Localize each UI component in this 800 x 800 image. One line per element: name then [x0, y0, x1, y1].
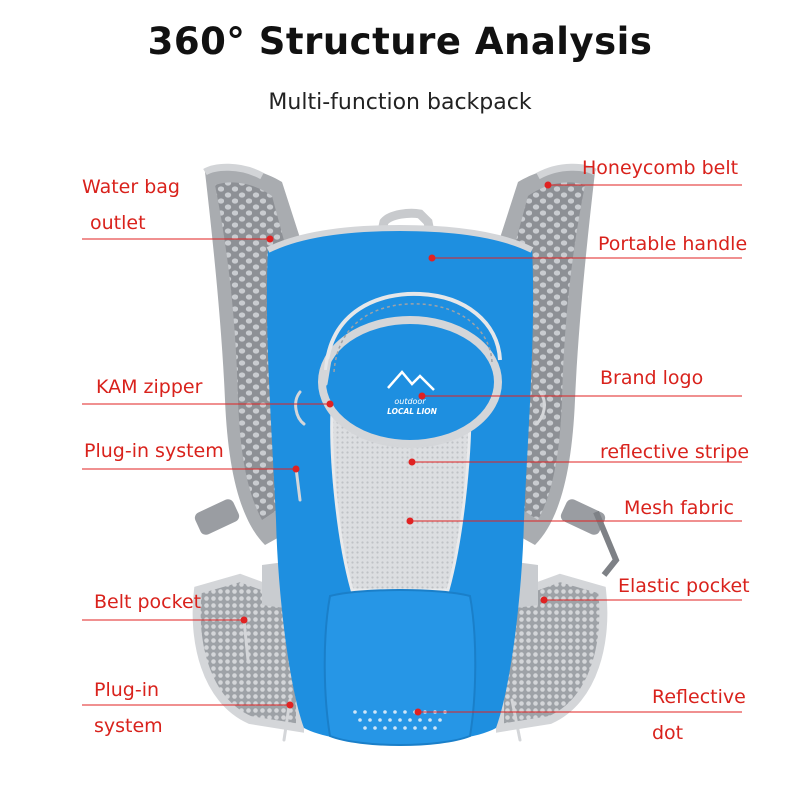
label-reflective-dot-line2: dot	[652, 722, 684, 744]
label-reflective-stripe: reflective stripe	[600, 441, 750, 463]
logo-line-1: outdoor	[394, 397, 426, 406]
label-plug-in-system-2-line1: Plug-in	[94, 679, 160, 701]
callout-leaders	[82, 181, 742, 716]
page-title: 360° Structure Analysis	[147, 20, 653, 63]
label-belt-pocket: Belt pocket	[94, 591, 202, 613]
label-reflective-dot-line1: Reflective	[652, 686, 746, 708]
label-brand-logo: Brand logo	[600, 367, 704, 389]
label-portable-handle: Portable handle	[598, 233, 748, 255]
label-elastic-pocket: Elastic pocket	[618, 575, 750, 597]
logo-line-2: LOCAL LION	[387, 407, 438, 416]
label-water-bag-outlet-line2: outlet	[90, 212, 146, 234]
label-honeycomb-belt: Honeycomb belt	[582, 157, 739, 179]
lower-pocket	[323, 589, 477, 746]
label-water-bag-outlet-line1: Water bag	[82, 176, 180, 198]
zipper-pulls	[242, 358, 546, 742]
label-plug-in-system-2-line2: system	[94, 715, 163, 737]
portable-handle	[375, 208, 437, 247]
brand-logo: outdoor LOCAL LION	[387, 370, 438, 416]
label-kam-zipper: KAM zipper	[96, 376, 203, 398]
page-subtitle: Multi-function backpack	[268, 90, 532, 115]
label-plug-in-system: Plug-in system	[84, 440, 224, 462]
label-mesh-fabric: Mesh fabric	[624, 497, 734, 519]
